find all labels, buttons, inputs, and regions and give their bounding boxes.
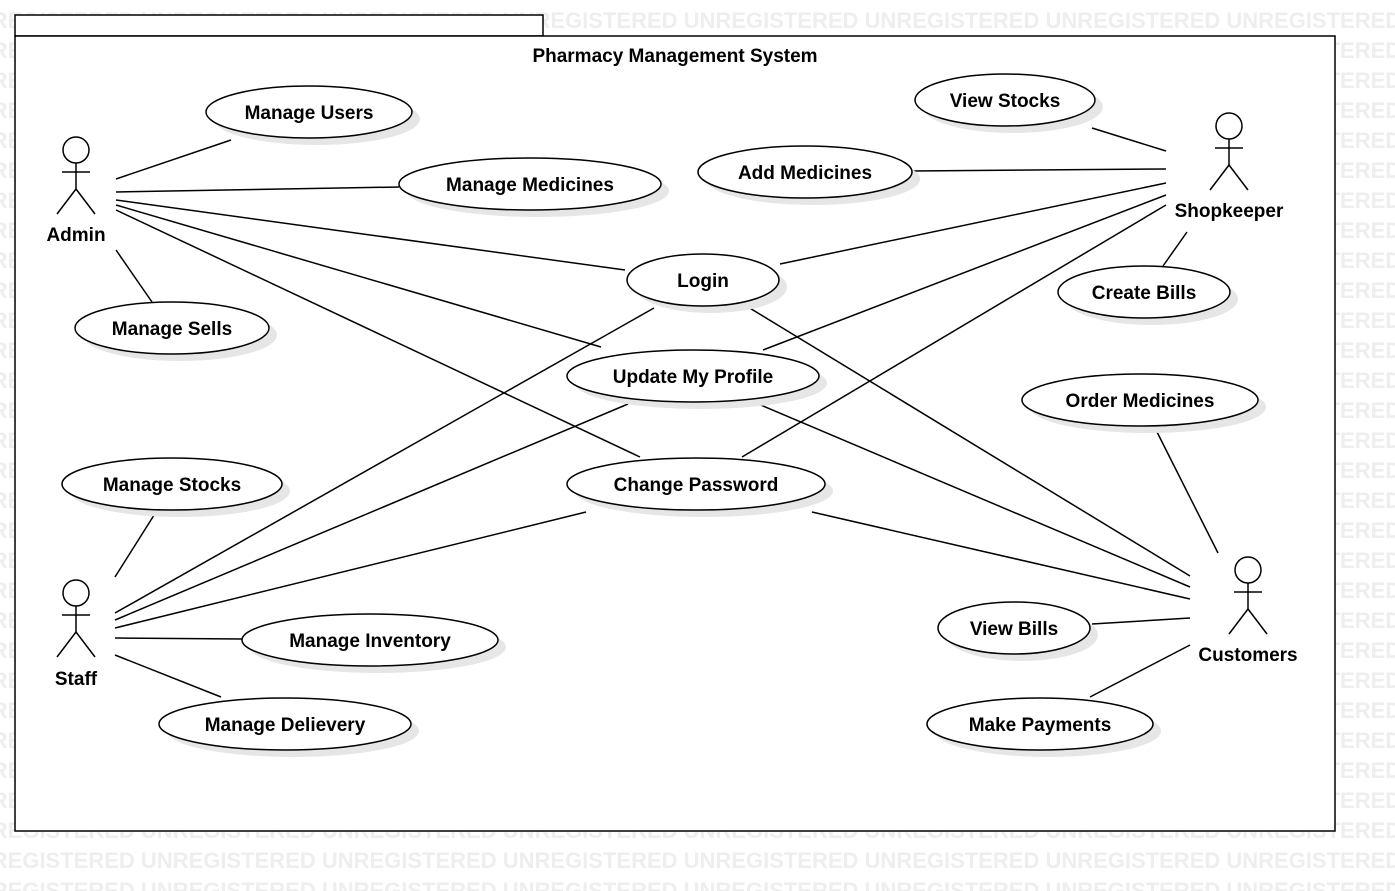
- assoc-staff-manage-stocks: [114, 511, 157, 578]
- assoc-customers-make-payments: [1089, 644, 1191, 698]
- use-case-manage-sells[interactable]: Manage Sells: [74, 301, 277, 361]
- use-case-label: Add Medicines: [738, 163, 872, 184]
- use-case-label: Manage Sells: [112, 319, 232, 340]
- use-case-label: Make Payments: [969, 715, 1112, 736]
- associations: [114, 127, 1219, 698]
- use-case-make-payments[interactable]: Make Payments: [926, 697, 1161, 757]
- stick-figure-icon: [56, 136, 96, 215]
- use-case-manage-delievery[interactable]: Manage Delievery: [158, 697, 419, 757]
- use-case-view-stocks[interactable]: View Stocks: [914, 73, 1103, 133]
- assoc-shopkeeper-add-medicines: [911, 168, 1167, 172]
- use-case-update-my-profile[interactable]: Update My Profile: [566, 349, 827, 409]
- use-case-label: Update My Profile: [613, 367, 773, 388]
- use-case-label: Change Password: [614, 475, 779, 496]
- assoc-customers-update-profile: [755, 402, 1191, 588]
- assoc-shopkeeper-login: [779, 182, 1167, 265]
- use-case-label: Manage Inventory: [289, 631, 451, 652]
- assoc-customers-login: [747, 306, 1191, 577]
- use-case-login[interactable]: Login: [626, 253, 787, 313]
- actor-label: Staff: [55, 669, 98, 690]
- assoc-customers-order-medicines: [1154, 427, 1219, 554]
- assoc-staff-update-profile: [114, 403, 629, 621]
- use-case-label: Create Bills: [1092, 283, 1197, 304]
- assoc-customers-view-bills: [1091, 617, 1191, 625]
- use-case-label: Manage Delievery: [205, 715, 366, 736]
- assoc-admin-manage-sells: [115, 249, 153, 303]
- assoc-staff-manage-inventory: [114, 637, 244, 640]
- assoc-shopkeeper-update-profile: [762, 194, 1167, 351]
- assoc-staff-manage-delievery: [114, 654, 222, 698]
- use-case-view-bills[interactable]: View Bills: [937, 601, 1098, 661]
- actor-label: Customers: [1198, 645, 1297, 666]
- actor-customers[interactable]: Customers: [1198, 556, 1298, 666]
- use-case-label: View Bills: [970, 619, 1058, 640]
- assoc-admin-login: [115, 199, 626, 271]
- actor-staff[interactable]: Staff: [55, 579, 98, 690]
- system-title: Pharmacy Management System: [532, 46, 817, 67]
- actor-admin[interactable]: Admin: [46, 136, 106, 246]
- use-case-manage-inventory[interactable]: Manage Inventory: [241, 613, 506, 673]
- assoc-shopkeeper-view-stocks: [1091, 127, 1167, 152]
- system-boundary: Pharmacy Management System: [14, 14, 1336, 832]
- actor-shopkeeper[interactable]: Shopkeeper: [1175, 112, 1284, 222]
- use-case-manage-stocks[interactable]: Manage Stocks: [61, 457, 290, 517]
- stick-figure-icon: [56, 579, 96, 658]
- assoc-staff-login: [114, 307, 655, 614]
- assoc-staff-change-password: [114, 511, 587, 629]
- use-case-label: Manage Stocks: [103, 475, 241, 496]
- actor-label: Shopkeeper: [1175, 201, 1284, 222]
- assoc-admin-manage-users: [115, 139, 232, 180]
- stick-figure-icon: [1228, 556, 1268, 635]
- use-case-label: Login: [677, 271, 729, 292]
- assoc-shopkeeper-create-bills: [1162, 231, 1188, 267]
- actor-label: Admin: [46, 225, 105, 246]
- use-case-label: Order Medicines: [1066, 391, 1215, 412]
- use-case-label: Manage Medicines: [446, 175, 614, 196]
- assoc-customers-change-password: [811, 511, 1191, 600]
- use-case-manage-users[interactable]: Manage Users: [205, 85, 420, 145]
- assoc-admin-change-password: [115, 209, 641, 458]
- assoc-shopkeeper-change-password: [741, 204, 1167, 458]
- use-case-label: Manage Users: [245, 103, 374, 124]
- boundary-frame: [14, 35, 1336, 832]
- use-case-change-password[interactable]: Change Password: [566, 457, 833, 517]
- use-case-manage-medicines[interactable]: Manage Medicines: [398, 157, 669, 217]
- use-cases: Manage Users Manage Medicines Manage Sel…: [61, 73, 1266, 757]
- boundary-tab: [14, 14, 544, 37]
- stick-figure-icon: [1209, 112, 1249, 191]
- use-case-add-medicines[interactable]: Add Medicines: [697, 145, 920, 205]
- assoc-admin-update-profile: [115, 204, 602, 348]
- use-case-order-medicines[interactable]: Order Medicines: [1021, 373, 1266, 433]
- use-case-label: View Stocks: [950, 91, 1061, 112]
- use-case-create-bills[interactable]: Create Bills: [1057, 265, 1238, 325]
- actors: Admin Staff: [46, 112, 1298, 690]
- assoc-admin-manage-medicines: [115, 186, 400, 193]
